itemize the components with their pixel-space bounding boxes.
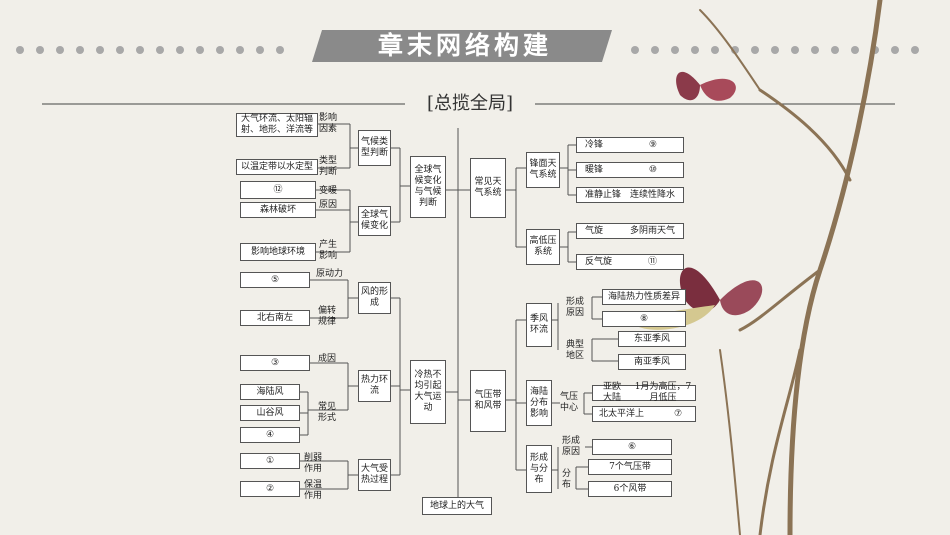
effect-box: 影响地球环境	[240, 243, 316, 261]
north-south-box: 北右南左	[240, 310, 310, 326]
butterfly-top-icon	[676, 71, 736, 101]
stationary-front-row: 准静止锋 连续性降水	[576, 187, 684, 203]
cyclone-row: 气旋 多阴雨天气	[576, 223, 684, 239]
wind-formation-node: 风的形成	[358, 282, 391, 314]
blank-9: ⑨	[648, 139, 657, 150]
eurasia-row: 亚欧大陆 1月为高压，7月低压	[592, 382, 696, 403]
page-title: 章末网络构建	[377, 31, 552, 60]
cloudy-rainy: 多阴雨天气	[629, 225, 675, 236]
cold-front-label: 冷锋	[585, 139, 604, 150]
forest-box: 森林破坏	[240, 202, 316, 218]
blank-11: ⑪	[647, 256, 657, 267]
six-belts: 6个风带	[588, 481, 672, 497]
south-asia-monsoon: 南亚季风	[618, 354, 686, 370]
insulate-label: 保温作用	[304, 480, 323, 501]
thermal-diff-box: 海陆热力性质差异	[602, 289, 686, 305]
east-asia-monsoon: 东亚季风	[618, 331, 686, 347]
influence-factor-box: 大气环流、太阳辐射、地形、洋流等	[236, 113, 318, 137]
global-change-node: 全球气候变化	[358, 206, 391, 236]
cause-label: 原因	[319, 200, 338, 210]
front-system-node: 锋面天气系统	[526, 152, 560, 188]
deflect-label: 偏转规律	[318, 306, 337, 327]
formation-reason-label: 形成原因	[566, 297, 585, 318]
type-box: 以温定带以水定型	[236, 159, 318, 175]
land-sea-effect-node: 海陆分布影响	[526, 380, 552, 426]
common-forms-label: 常见形式	[318, 402, 337, 423]
north-pacific-label: 北太平洋上	[599, 408, 645, 419]
blank-6: ⑥	[592, 439, 672, 455]
weaken-label: 削弱作用	[304, 453, 323, 474]
eurasia-label: 亚欧大陆	[602, 382, 621, 403]
section-title: [总揽全局]	[405, 91, 535, 117]
north-pacific-row: 北太平洋上 ⑦	[592, 406, 696, 422]
root-node: 地球上的大气	[422, 497, 492, 515]
warm-front-label: 暖锋	[585, 164, 604, 175]
blank-5: ⑤	[240, 272, 310, 288]
driving-label: 原动力	[316, 269, 344, 279]
type-label: 类型判断	[319, 156, 338, 177]
blank-12: ⑫	[240, 181, 316, 199]
stationary-front-label: 准静止锋	[585, 189, 622, 200]
climate-change-node: 全球气候变化与气候判断	[410, 156, 446, 218]
thermal-circulation-node: 热力环流	[358, 370, 391, 402]
anticyclone-label: 反气旋	[585, 256, 613, 267]
formation-cause2-label: 形成原因	[562, 436, 581, 457]
anticyclone-row: 反气旋 ⑪	[576, 254, 684, 270]
continuous-rain: 连续性降水	[629, 189, 675, 200]
weather-systems-node: 常见天气系统	[470, 158, 506, 218]
blank-8: ⑧	[602, 311, 686, 327]
right-hub-node: 气压带和风带	[470, 370, 506, 432]
blank-3: ③	[240, 355, 310, 371]
warming-label: 变暖	[319, 186, 338, 196]
seven-belts: 7个气压带	[588, 459, 672, 475]
heating-process-node: 大气受热过程	[358, 459, 391, 491]
blank-4: ④	[240, 427, 300, 443]
produce-label: 产生影响	[319, 240, 338, 261]
blank-10: ⑩	[648, 164, 657, 175]
pressure-center-label: 气压中心	[560, 392, 579, 413]
distribution-label: 分布	[562, 469, 572, 490]
left-hub-node: 冷热不均引起大气运动	[410, 360, 446, 424]
sea-land-breeze: 海陆风	[240, 384, 300, 400]
formation-cause-label: 成因	[318, 354, 337, 364]
climate-type-node: 气候类型判断	[358, 130, 391, 166]
cyclone-label: 气旋	[585, 225, 604, 236]
cold-front-row: 冷锋 ⑨	[576, 137, 684, 153]
pressure-system-node: 高低压系统	[526, 229, 560, 265]
blank-1: ①	[240, 453, 300, 469]
blank-7: ⑦	[674, 408, 683, 419]
formation-distribution-node: 形成与分布	[526, 445, 552, 493]
influence-factor-label: 影响因素	[319, 113, 338, 134]
typical-region-label: 典型地区	[566, 340, 585, 361]
eurasia-desc: 1月为高压，7月低压	[634, 382, 692, 403]
valley-wind: 山谷风	[240, 405, 300, 421]
monsoon-node: 季风环流	[526, 303, 552, 347]
warm-front-row: 暖锋 ⑩	[576, 162, 684, 178]
blank-2: ②	[240, 481, 300, 497]
